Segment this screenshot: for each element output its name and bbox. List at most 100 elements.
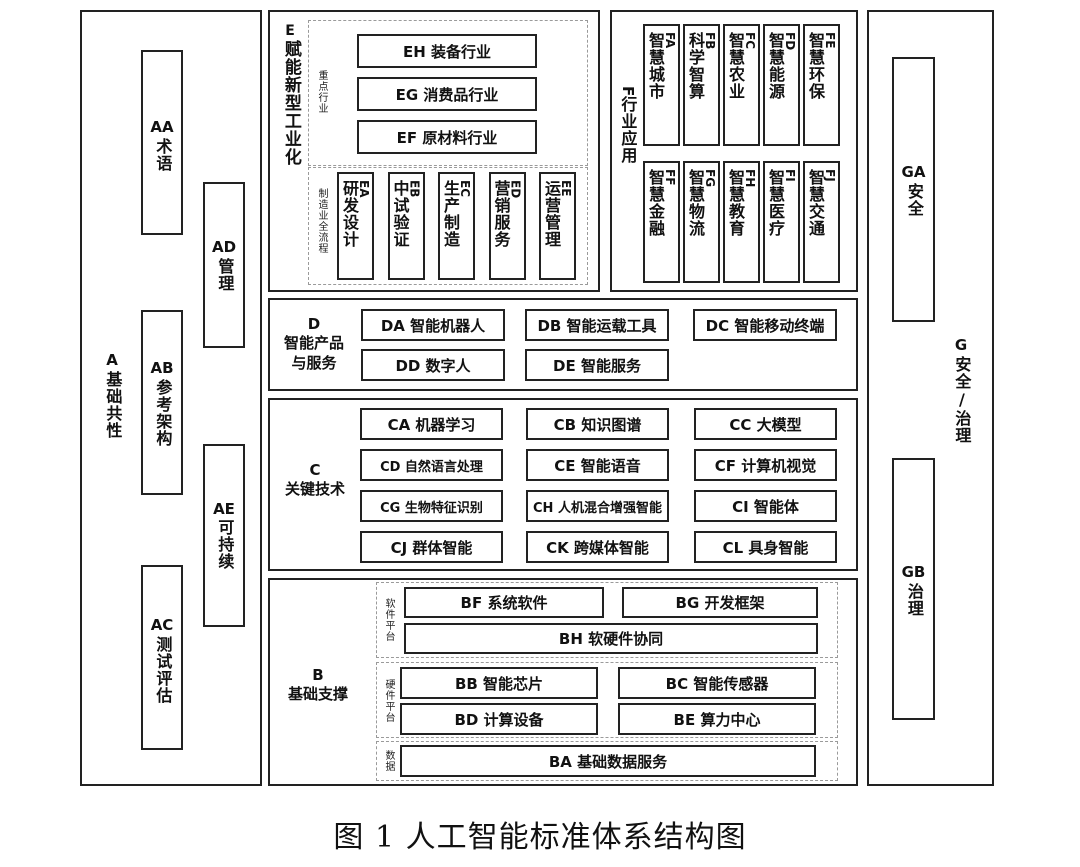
box-ed-title: 营销服务 (491, 180, 511, 248)
box-fc-title: 智慧农业 (726, 32, 745, 100)
box-cc: CC 大模型 (694, 408, 837, 440)
b-hardware-group (376, 662, 838, 738)
figure-caption: 图 1 人工智能标准体系结构图 (333, 820, 747, 855)
box-aa-terms (141, 50, 183, 235)
box-dd-digital-human: DD 数字人 (361, 349, 505, 381)
box-fj-title: 智慧交通 (806, 169, 825, 237)
section-f-code: F (618, 85, 637, 97)
box-fi-code: FI (783, 169, 797, 182)
section-c-title: 关键技术 (284, 480, 345, 498)
ab-code: AB (150, 359, 174, 378)
gb-code: GB (901, 563, 926, 582)
box-bc-sensors: BC 智能传感器 (618, 667, 816, 699)
ga-title: 安全 (904, 182, 924, 217)
ad-title: 管理 (215, 257, 235, 292)
section-d-code: D (307, 314, 321, 333)
box-fe-code: FE (823, 32, 837, 49)
box-fc-code: FC (743, 32, 757, 50)
ad-code: AD (211, 238, 237, 257)
box-be-compute-center: BE 算力中心 (618, 703, 816, 735)
aa-title: 术语 (153, 137, 173, 172)
section-g-code: G (954, 336, 968, 355)
box-gb-label: GB 治理 (892, 560, 935, 620)
ae-title: 可持续 (215, 519, 235, 571)
box-ac-testing-evaluation (141, 565, 183, 750)
box-eg-consumer-goods: EG 消费品行业 (357, 77, 537, 111)
section-b-code: B (312, 665, 324, 684)
box-ga-security (892, 57, 935, 322)
section-e-title: 赋能新型工业化 (280, 40, 301, 167)
box-bf-system-software: BF 系统软件 (404, 587, 604, 618)
box-ff-code: FF (663, 169, 677, 186)
box-da-robots: DA 智能机器人 (361, 309, 505, 341)
section-d-label: D 智能产品 与服务 (274, 310, 354, 378)
section-g-title: 安全/治理 (952, 355, 972, 444)
box-fh-code: FH (743, 169, 757, 188)
box-ef-raw-materials: EF 原材料行业 (357, 120, 537, 154)
box-ch: CH 人机混合增强智能 (526, 490, 669, 522)
b-data-label: 数据 (383, 750, 394, 772)
section-a-label: A 基础共性 (94, 340, 130, 450)
box-cg: CG 生物特征识别 (360, 490, 503, 522)
box-ac-label: AC 测试评估 (141, 605, 183, 715)
box-fd-code: FD (783, 32, 797, 51)
section-d-title-2: 与服务 (291, 353, 337, 372)
ae-code: AE (213, 499, 235, 518)
box-cl: CL 具身智能 (694, 531, 837, 563)
e-manufacturing-flow-label: 制造业全流程 (316, 188, 327, 254)
box-ff-title: 智慧金融 (646, 169, 665, 237)
section-f-label: F 行业应用 (612, 80, 642, 170)
box-fg-code: FG (703, 169, 717, 188)
box-cb: CB 知识图谱 (526, 408, 669, 440)
box-ab-label: AB 参考架构 (141, 348, 183, 458)
ga-code: GA (901, 163, 926, 182)
box-ae-label: AE 可持续 (203, 490, 245, 580)
box-bh-hw-sw-collab: BH 软硬件协同 (404, 623, 818, 654)
box-ab-reference-architecture (141, 310, 183, 495)
box-ce: CE 智能语音 (526, 449, 669, 481)
b-software-label: 软件平台 (383, 598, 394, 642)
box-ba-data-services: BA 基础数据服务 (400, 745, 816, 777)
box-bg-dev-framework: BG 开发框架 (622, 587, 818, 618)
section-d-title-1: 智能产品 (283, 334, 344, 353)
e-key-industries-label: 重点行业 (316, 70, 327, 114)
section-c-code: C (309, 460, 321, 479)
section-a-title: 基础共性 (103, 370, 123, 439)
box-fj-code: FJ (823, 169, 837, 182)
b-data-group (376, 741, 838, 781)
section-e-label: E 赋能新型工业化 (272, 22, 308, 192)
box-dc-mobile-terminals: DC 智能移动终端 (693, 309, 837, 341)
box-bb-ai-chips: BB 智能芯片 (400, 667, 598, 699)
box-fa-title: 智慧城市 (646, 32, 665, 100)
box-ed-code: ED (508, 180, 523, 199)
ac-code: AC (150, 616, 174, 635)
box-fd-title: 智慧能源 (766, 32, 785, 100)
box-ck: CK 跨媒体智能 (526, 531, 669, 563)
box-ga-label: GA 安全 (892, 160, 935, 220)
e-key-industries-group (308, 20, 588, 166)
box-fg-title: 智慧物流 (686, 169, 705, 237)
box-ci: CI 智能体 (694, 490, 837, 522)
box-de-smart-services: DE 智能服务 (525, 349, 669, 381)
box-fh-title: 智慧教育 (726, 169, 745, 237)
box-cj: CJ 群体智能 (360, 531, 503, 563)
box-gb-governance (892, 458, 935, 720)
box-ad-management (203, 182, 245, 348)
box-ea-code: EA (357, 180, 371, 198)
section-g-label: G 安全/治理 (943, 320, 979, 460)
section-e-code: E (285, 23, 295, 39)
box-ec-code: EC (458, 180, 472, 198)
ac-title: 测试评估 (153, 635, 173, 704)
box-ec-title: 生产制造 (441, 180, 460, 248)
